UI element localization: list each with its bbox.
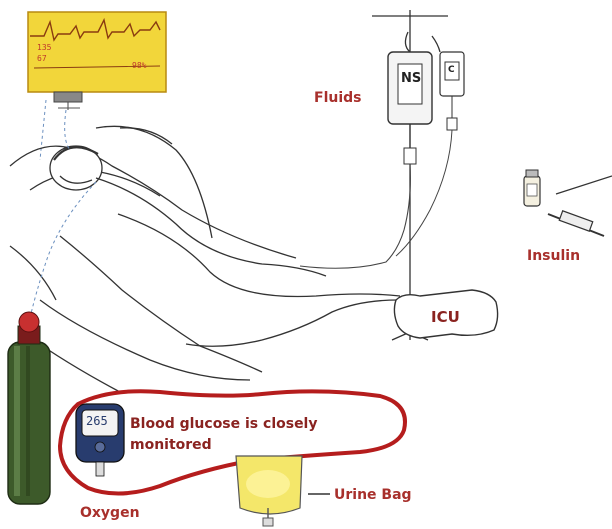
monitor-readout-2: 67 <box>37 55 47 63</box>
oxygen-label: Oxygen <box>80 506 140 520</box>
insulin-vial <box>524 170 540 206</box>
fluids-label: Fluids <box>314 91 361 105</box>
icu-label: ICU <box>431 310 460 325</box>
monitor-readout-3: 98% <box>132 62 146 70</box>
monitor-lead <box>65 110 70 150</box>
oxygen-cylinder <box>8 312 50 504</box>
insulin-label: Insulin <box>527 249 580 263</box>
insulin-syringe <box>548 176 612 236</box>
iv-secondary-label: C <box>448 66 455 75</box>
iv-line <box>300 164 410 268</box>
glucose-note: Blood glucose is closely monitored <box>130 414 375 456</box>
monitor-readout-1: 135 <box>37 44 51 52</box>
urine-bag-label: Urine Bag <box>334 488 412 502</box>
glucometer-display: 265 <box>86 415 108 427</box>
oxygen-tube <box>30 182 96 318</box>
urine-bag <box>236 456 302 526</box>
bed-and-patient <box>10 126 400 392</box>
iv-bag-label: NS <box>401 72 421 85</box>
iv-fluid-bag <box>388 52 432 164</box>
iv-secondary-bag <box>440 52 464 130</box>
